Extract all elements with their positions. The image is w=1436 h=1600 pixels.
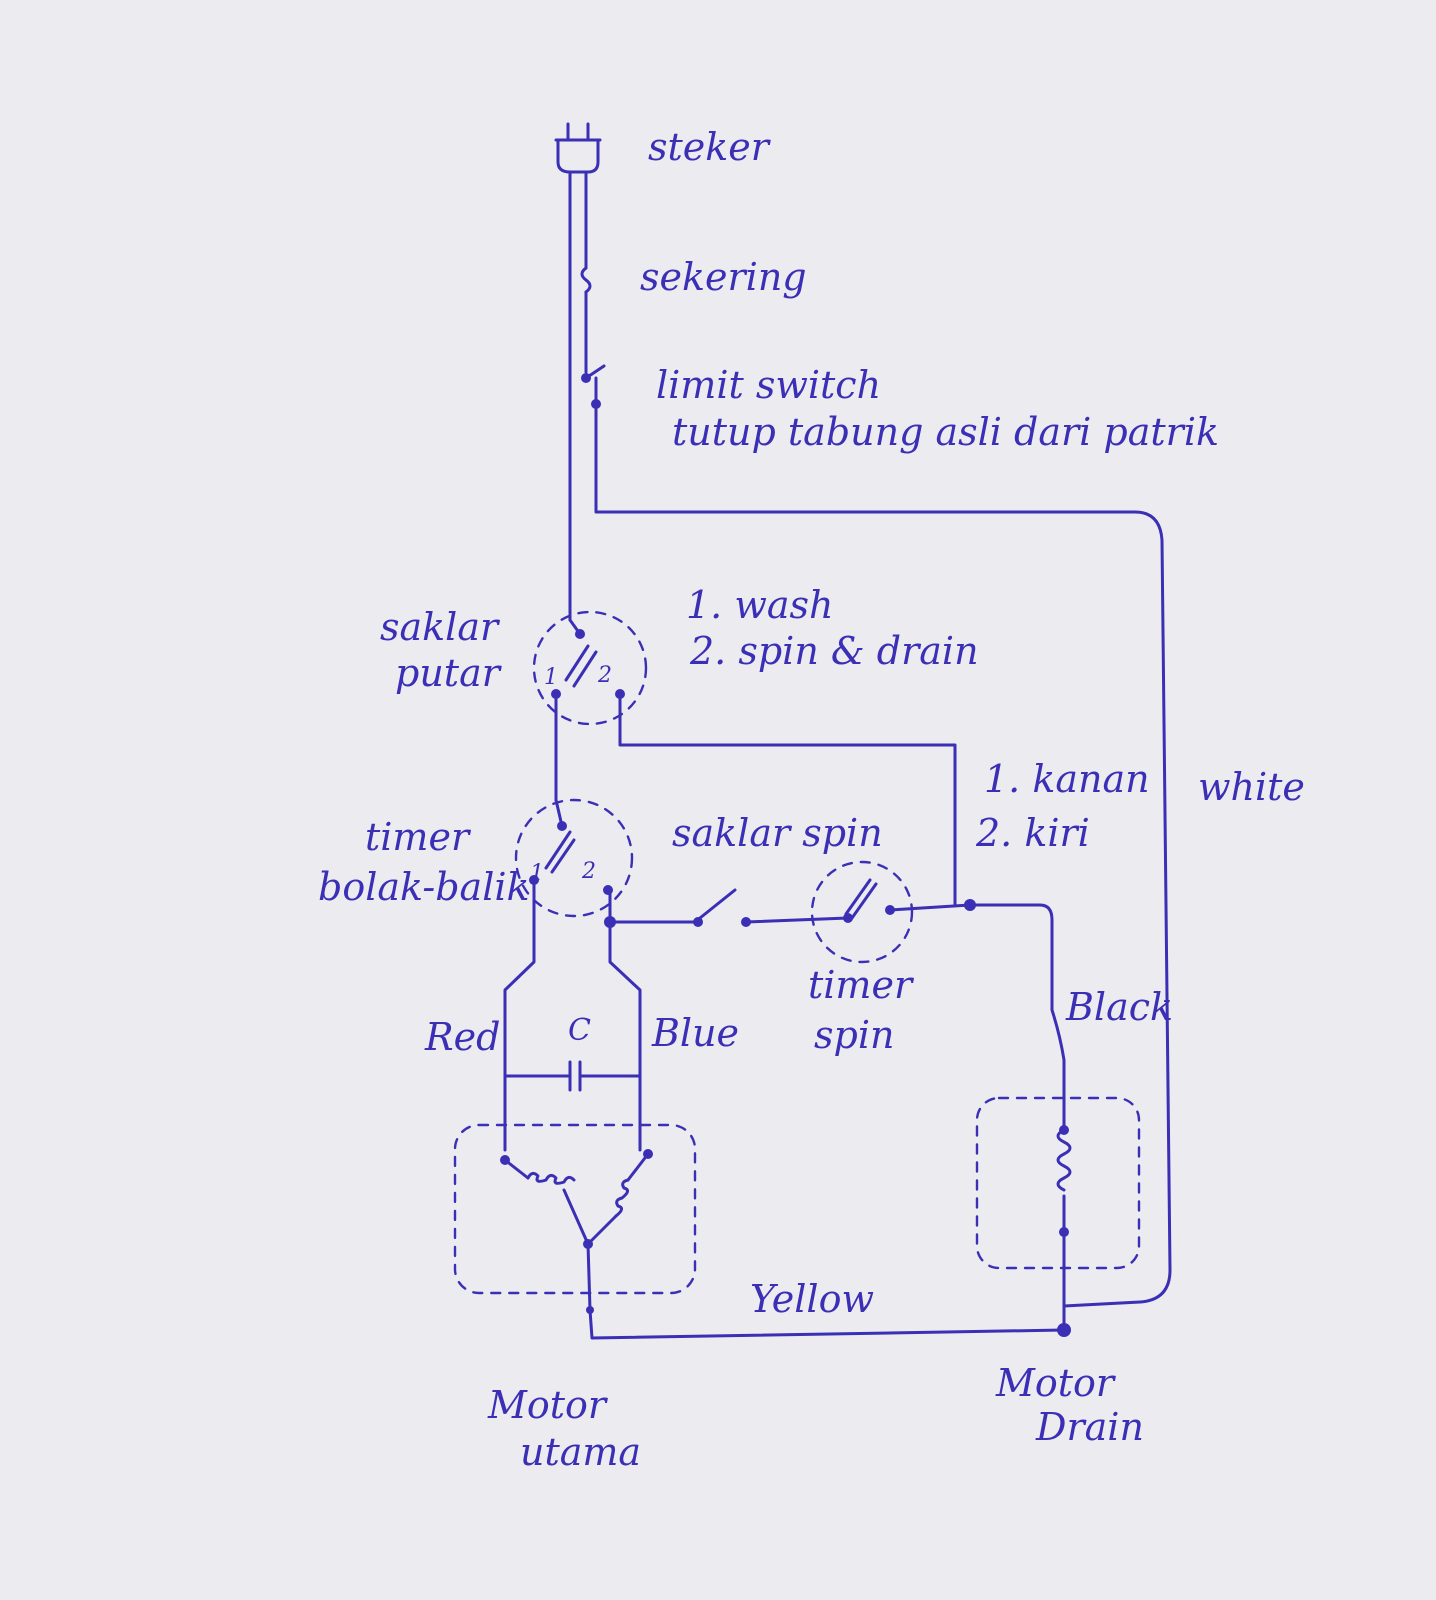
spin-timer bbox=[810, 860, 914, 964]
spin-switch bbox=[693, 888, 751, 927]
label-putar: putar bbox=[395, 651, 503, 695]
drain-motor bbox=[975, 1096, 1141, 1337]
rotary-terminal-2: 2 bbox=[597, 663, 612, 688]
label-motor-utama-1: Motor bbox=[487, 1383, 609, 1427]
rotary-terminal-1: 1 bbox=[544, 665, 558, 690]
fuse-symbol bbox=[580, 266, 592, 294]
label-bolak-balik: bolak-balik bbox=[318, 865, 530, 909]
label-capacitor: C bbox=[568, 1013, 591, 1048]
black-wire bbox=[968, 903, 1066, 1127]
label-blue: Blue bbox=[651, 1011, 739, 1055]
label-black: Black bbox=[1065, 985, 1173, 1029]
timer-terminal-2: 2 bbox=[581, 859, 596, 884]
label-limit-switch: limit switch bbox=[656, 363, 881, 407]
label-red: Red bbox=[424, 1015, 500, 1059]
label-white: white bbox=[1198, 765, 1305, 809]
red-wire bbox=[503, 878, 536, 1152]
label-steker: steker bbox=[648, 125, 772, 169]
label-timer: timer bbox=[365, 815, 472, 859]
label-motor-utama-2: utama bbox=[520, 1430, 641, 1474]
limit-switch-symbol bbox=[581, 364, 606, 409]
circuit-ink bbox=[453, 122, 1172, 1340]
plug-icon bbox=[554, 122, 602, 174]
label-yellow: Yellow bbox=[750, 1277, 874, 1321]
blue-wire bbox=[608, 888, 642, 1152]
label-kanan: 1. kanan bbox=[984, 757, 1150, 801]
yellow-wire bbox=[588, 1308, 1066, 1340]
rotary-switch bbox=[532, 610, 648, 726]
label-motor-drain-1: Motor bbox=[995, 1361, 1117, 1405]
label-saklar-spin: saklar spin bbox=[672, 811, 883, 855]
label-limit-switch-note: tutup tabung asli dari patrik bbox=[672, 410, 1219, 454]
spin-drain-wire bbox=[618, 692, 957, 907]
white-wire bbox=[594, 402, 1172, 1308]
label-mode-spin-drain: 2. spin & drain bbox=[689, 629, 979, 673]
main-motor bbox=[453, 1123, 697, 1314]
label-kiri: 2. kiri bbox=[975, 811, 1090, 855]
label-sekering: sekering bbox=[640, 255, 807, 299]
timer-terminal-1: 1 bbox=[530, 861, 544, 886]
labels: steker sekering limit switch tutup tabun… bbox=[318, 125, 1305, 1474]
label-timer-spin-1: timer bbox=[808, 963, 915, 1007]
label-saklar: saklar bbox=[380, 605, 501, 649]
label-motor-drain-2: Drain bbox=[1035, 1405, 1144, 1449]
label-timer-spin-2: spin bbox=[814, 1013, 894, 1057]
capacitor-symbol bbox=[503, 1060, 642, 1092]
label-mode-wash: 1. wash bbox=[686, 583, 834, 627]
